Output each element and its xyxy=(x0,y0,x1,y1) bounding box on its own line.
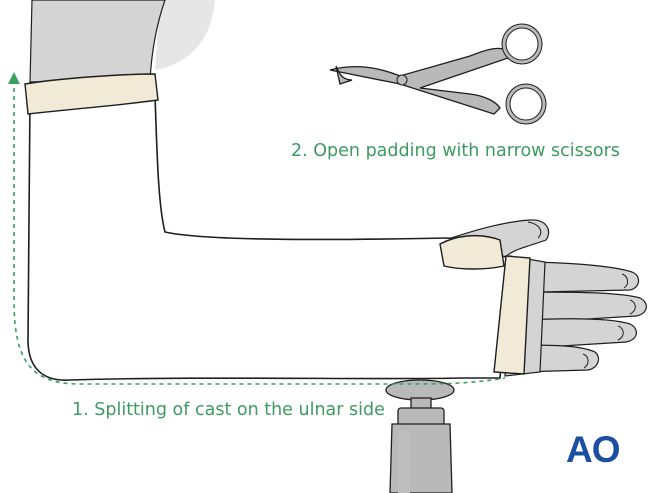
shoulder-shape xyxy=(155,0,215,70)
cast xyxy=(27,95,511,381)
cast-saw-icon xyxy=(385,379,455,493)
cut-line xyxy=(13,80,506,385)
step-split-cast-label: 1. Splitting of cast on the ulnar side xyxy=(72,400,385,420)
upper-arm-skin xyxy=(29,0,166,83)
scissors-icon xyxy=(329,23,547,125)
ao-logo: AO xyxy=(566,429,620,470)
step-open-padding-label: 2. Open padding with narrow scissors xyxy=(291,141,620,161)
arrow-up-icon xyxy=(8,72,20,84)
padding-cuff-top xyxy=(24,73,159,115)
padding-cuff-thumb xyxy=(439,234,505,270)
padding-cuff-wrist xyxy=(493,255,531,375)
